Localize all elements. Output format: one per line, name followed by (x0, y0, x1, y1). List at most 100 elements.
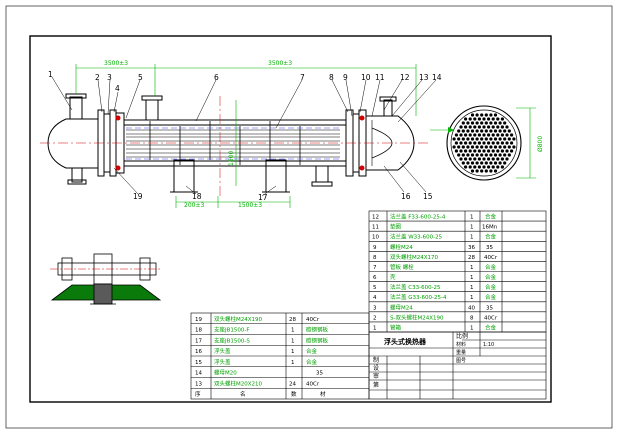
channel-nozzle-bottom (71, 167, 83, 183)
title-block (368, 331, 547, 400)
bom-left-qty: 1 (291, 328, 295, 334)
part-number: 16 (401, 192, 411, 201)
tube-hole (512, 137, 516, 141)
tube-hole (482, 117, 486, 121)
bom-right-material: 合金 (485, 213, 497, 221)
tube-hole (491, 165, 495, 169)
bom-right-qty: 8 (470, 315, 474, 321)
bom-left-cells: 19 双头螺柱M24X190 28 40Cr 18 支座JB1500-F 1 碳… (195, 315, 329, 398)
tube-hole (496, 141, 500, 145)
tube-hole (461, 145, 465, 149)
part-number: 17 (258, 193, 268, 202)
channel-nozzle-top (69, 96, 83, 120)
bom-left-no: 15 (195, 360, 202, 366)
tube-hole (489, 161, 493, 165)
tube-hole (457, 137, 461, 141)
tube-hole (498, 161, 502, 165)
tube-hole (459, 157, 463, 161)
tube-hole (493, 113, 498, 117)
tube-hole (457, 129, 461, 133)
tube-hole (484, 145, 488, 149)
tube-hole (477, 149, 481, 153)
bom-left-name: 螺母M20 (214, 369, 237, 377)
bom-left-no: 19 (195, 317, 202, 323)
tube-hole (468, 165, 472, 169)
tube-hole (493, 129, 498, 133)
tube-hole (461, 153, 465, 157)
tube-hole (475, 161, 479, 165)
part-number: 4 (115, 84, 120, 93)
part-number: 5 (138, 73, 143, 82)
tube-hole (480, 129, 484, 133)
material-label: 材料 (456, 341, 466, 348)
bom-left-name: 支座JB1500-S (214, 336, 250, 344)
checked-label: 审 (373, 372, 379, 380)
bom-right-material: 40Cr (484, 315, 498, 321)
bom-right-qty: 1 (470, 295, 474, 301)
tube-hole (503, 161, 507, 165)
tube-hole (496, 117, 500, 121)
tube-hole (491, 157, 495, 161)
bom-left-material: 40Cr (306, 317, 320, 323)
tube-hole (468, 149, 472, 153)
bom-left-qty: 24 (289, 381, 296, 387)
tube-hole (505, 133, 509, 137)
part-number: 11 (375, 73, 385, 82)
tube-hole (480, 145, 484, 149)
tube-hole (461, 129, 465, 133)
tube-hole (454, 141, 458, 145)
bom-right-qty: 28 (468, 255, 475, 261)
bom-right-qty: 1 (470, 275, 474, 281)
bom-left-no: 17 (195, 338, 202, 344)
tube-hole (493, 153, 498, 157)
bom-left-material: 合金 (306, 358, 318, 366)
tube-hole (482, 133, 486, 137)
tube-hole (500, 117, 504, 121)
tube-hole (493, 137, 498, 141)
bom-left-qty: 28 (289, 317, 296, 323)
bom-right-name: 法兰盖 W33-600-25 (390, 233, 443, 241)
bom-left-no: 16 (195, 349, 202, 355)
tube-hole (464, 157, 468, 161)
tube-hole (464, 149, 468, 153)
channel-head (47, 118, 99, 169)
tube-hole (487, 141, 491, 145)
tube-hole (464, 133, 468, 137)
tube-hole (500, 125, 504, 129)
bom-right-no: 10 (372, 235, 379, 241)
tube-hole (480, 113, 484, 117)
tube-hole (466, 137, 470, 141)
tube-hole (482, 165, 486, 169)
drawing-title: 浮头式换热器 (384, 337, 427, 346)
tube-hole (461, 161, 465, 165)
bom-left-name: 浮头盖 (214, 358, 231, 366)
tube-hole (477, 165, 481, 169)
tube-hole (473, 157, 477, 161)
bom-right-name: 壳 (390, 273, 396, 281)
dim-bottom-left: 200±3 (184, 202, 204, 209)
bom-left-material: 合金 (306, 347, 318, 355)
tube-hole (503, 145, 507, 149)
tube-hole (482, 149, 486, 153)
tube-hole (457, 153, 461, 157)
tube-hole (493, 121, 498, 125)
part-number: 2 (95, 73, 100, 82)
bom-left-header-name: 名 (240, 390, 246, 398)
bom-right-material: 合金 (485, 263, 497, 271)
tube-hole (500, 149, 504, 153)
bom-right-material: 35 (486, 305, 493, 311)
part-number: 9 (343, 73, 348, 82)
tube-hole (500, 141, 504, 145)
tube-hole (507, 145, 511, 149)
tube-hole (487, 165, 491, 169)
bom-right-material: 40Cr (484, 255, 498, 261)
tube-hole (480, 153, 484, 157)
bom-right-no: 4 (373, 295, 377, 301)
tube-hole (484, 129, 488, 133)
tube-hole (487, 157, 491, 161)
tube-hole (470, 161, 475, 165)
tube-hole (475, 129, 479, 133)
tube-hole (498, 121, 502, 125)
tube-hole (464, 165, 468, 169)
